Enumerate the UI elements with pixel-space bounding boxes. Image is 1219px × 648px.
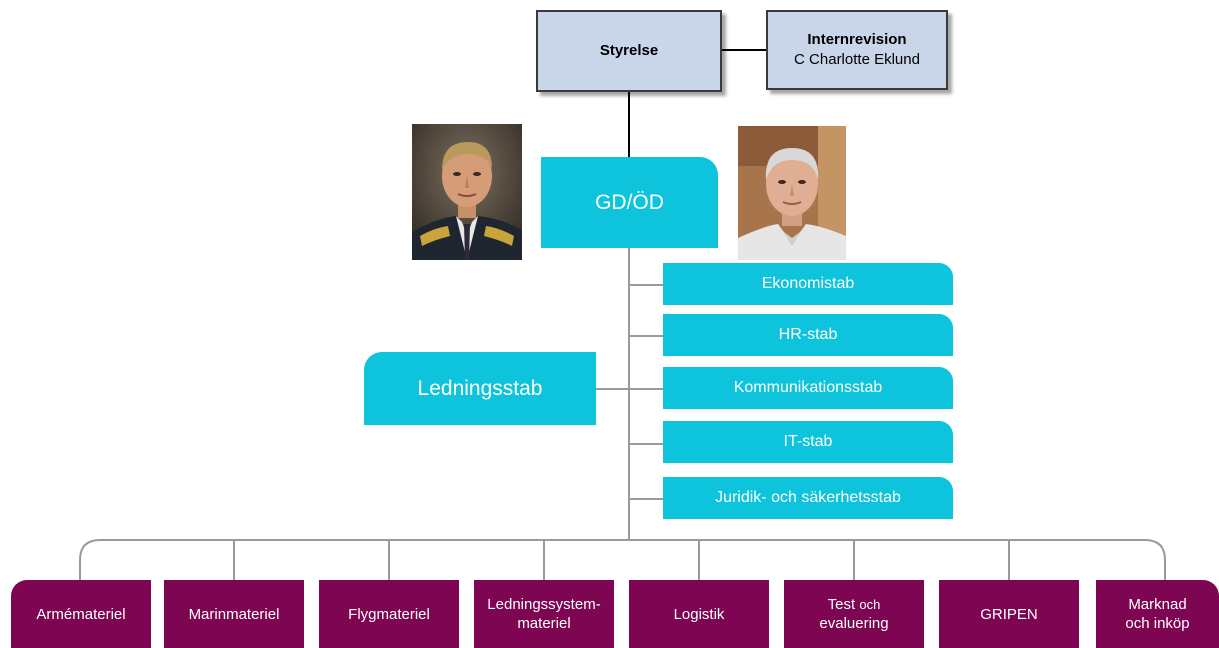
division-label-line1: Test och bbox=[827, 596, 881, 613]
division-flygmateriel: Flygmateriel bbox=[319, 580, 459, 648]
division-label-line2: och inköp bbox=[1125, 615, 1190, 632]
internal-audit-box: Internrevision C Charlotte Eklund bbox=[766, 10, 948, 90]
division-test-och-evaluering: Test och evaluering bbox=[784, 580, 924, 648]
internal-audit-title: Internrevision bbox=[807, 31, 907, 48]
division-marknad-och-inkop: Marknad och inköp bbox=[1096, 580, 1219, 648]
division-label: Flygmateriel bbox=[348, 605, 430, 623]
staff-label: HR-stab bbox=[778, 326, 838, 343]
division-ledningssystemmateriel: Ledningssystem- materiel bbox=[474, 580, 614, 648]
gd-box: GD/ÖD bbox=[541, 157, 718, 248]
board-box: Styrelse bbox=[536, 10, 722, 92]
division-armemateriel: Armémateriel bbox=[11, 580, 151, 648]
staff-label: IT-stab bbox=[783, 433, 833, 450]
division-label: Marinmateriel bbox=[188, 605, 280, 623]
staff-box-kommunikationsstab: Kommunikationsstab bbox=[663, 367, 953, 409]
division-logistik: Logistik bbox=[629, 580, 769, 648]
portrait-photo-right bbox=[738, 126, 846, 260]
ledningsstab-box: Ledningsstab bbox=[364, 352, 596, 425]
division-label: GRIPEN bbox=[980, 605, 1038, 623]
portrait-photo-left bbox=[412, 124, 522, 260]
internal-audit-person: C Charlotte Eklund bbox=[794, 51, 920, 68]
staff-box-ekonomistab: Ekonomistab bbox=[663, 263, 953, 305]
division-label-line2: evaluering bbox=[819, 615, 889, 632]
division-marinmateriel: Marinmateriel bbox=[164, 580, 304, 648]
staff-box-hr-stab: HR-stab bbox=[663, 314, 953, 356]
staff-label: Juridik- och säkerhetsstab bbox=[715, 489, 901, 506]
ledningsstab-label: Ledningsstab bbox=[417, 376, 543, 400]
division-label-line1: Marknad bbox=[1128, 596, 1187, 613]
gd-label: GD/ÖD bbox=[595, 190, 664, 214]
staff-label: Ekonomistab bbox=[761, 275, 855, 292]
staff-box-it-stab: IT-stab bbox=[663, 421, 953, 463]
division-label: Logistik bbox=[673, 605, 725, 623]
division-label: Armémateriel bbox=[36, 605, 126, 623]
staff-box-juridik-sakerhetsstab: Juridik- och säkerhetsstab bbox=[663, 477, 953, 519]
division-gripen: GRIPEN bbox=[939, 580, 1079, 648]
board-title: Styrelse bbox=[599, 42, 659, 59]
division-label-line1: Ledningssystem- bbox=[487, 596, 601, 613]
staff-label: Kommunikationsstab bbox=[733, 379, 883, 396]
division-label-line2: materiel bbox=[517, 615, 571, 632]
